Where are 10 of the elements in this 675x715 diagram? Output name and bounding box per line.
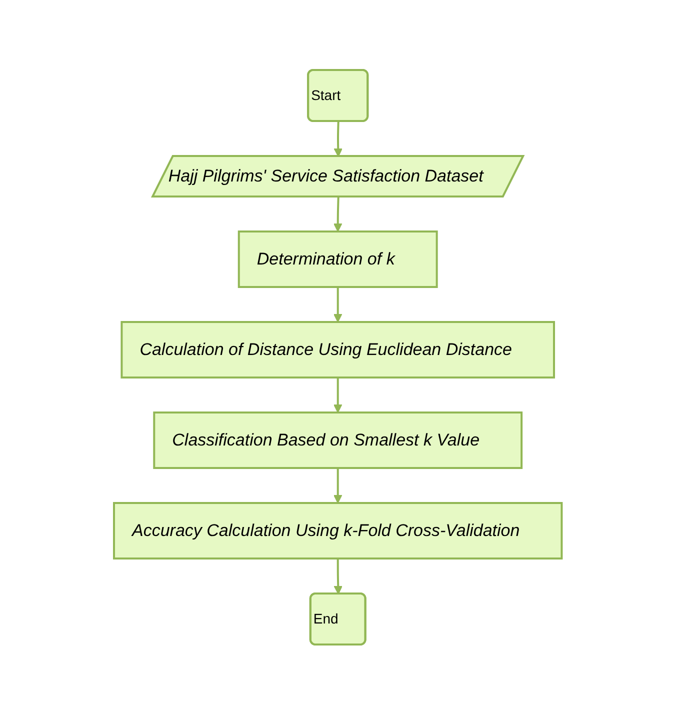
arrow — [333, 468, 342, 504]
node-box: Determination of k — [238, 230, 438, 288]
arrow — [333, 558, 342, 595]
arrow — [333, 287, 342, 323]
node-box: Calculation of Distance Using Euclidean Distance — [120, 321, 555, 379]
node-box: Classification Based on Smallest k Value — [152, 412, 522, 470]
arrow — [333, 122, 342, 158]
node-box: Accuracy Calculation Using k-Fold Cross-Validation — [112, 502, 562, 560]
arrow — [333, 197, 342, 232]
arrow — [333, 378, 342, 414]
